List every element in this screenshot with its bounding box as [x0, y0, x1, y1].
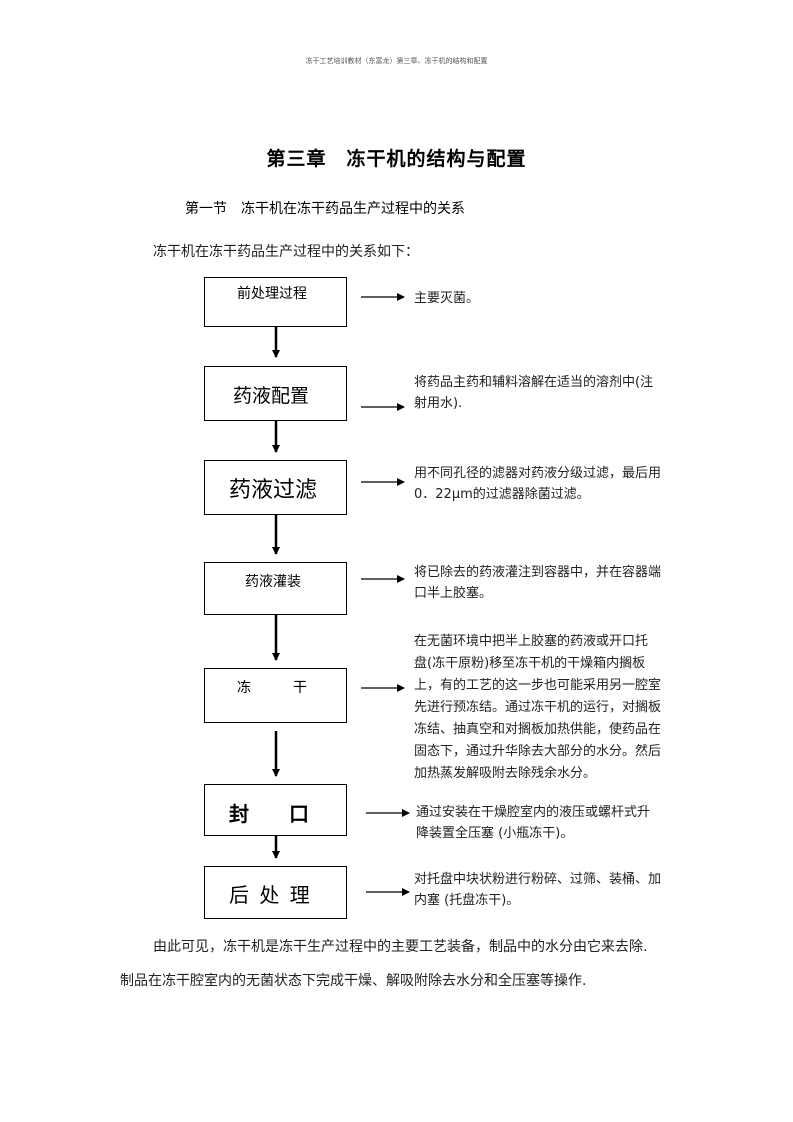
- note-line: 将药品主药和辅料溶解在适当的溶剂中(注: [414, 375, 654, 390]
- chapter-title: 第三章 冻干机的结构与配置: [266, 148, 527, 170]
- note-line: 先进行预冻结。通过冻干机的运行，对搁板: [414, 700, 662, 715]
- step-label: 前处理过程: [237, 286, 307, 302]
- step-label: 药液过滤: [229, 478, 318, 503]
- step-note-freeze-dry: 在无菌环境中把半上胶塞的药液或开口托 盘(冻干原粉)移至冻干机的干燥箱内搁板 上…: [414, 631, 661, 785]
- step-note-filtration: 用不同孔径的滤器对药液分级过滤，最后用 0．22μm的过滤器除菌过滤。: [414, 463, 661, 505]
- note-line: 加热蒸发解吸附去除残余水分。: [414, 766, 597, 781]
- page-header: 冻干工艺培训教材（东富龙）第三章、冻干机的结构和配置: [305, 57, 488, 65]
- step-box-solution-prep: 药液配置: [204, 366, 347, 421]
- step-label: 后 处 理: [229, 883, 312, 907]
- note-line: 在无菌环境中把半上胶塞的药液或开口托: [414, 634, 649, 649]
- note-line: 口半上胶塞。: [414, 586, 493, 601]
- step-label: 药液灌装: [245, 574, 301, 590]
- step-note-post-processing: 对托盘中块状粉进行粉碎、过筛、装桶、加 内塞 (托盘冻干)。: [414, 869, 661, 911]
- step-box-stoppering: 封 口: [204, 784, 347, 836]
- step-box-pretreatment: 前处理过程: [204, 277, 347, 327]
- step-note-filling: 将已除去的药液灌注到容器中，并在容器端 口半上胶塞。: [414, 562, 661, 604]
- note-line: 射用水).: [414, 396, 463, 411]
- note-line: 0．22μm的过滤器除菌过滤。: [414, 487, 590, 502]
- note-line: 内塞 (托盘冻干)。: [414, 893, 520, 908]
- note-line: 冻结、抽真空和对搁板加热供能，使药品在: [414, 722, 662, 737]
- step-box-filling: 药液灌装: [204, 562, 347, 615]
- step-label: 封 口: [229, 802, 309, 826]
- note-line: 主要灭菌。: [414, 291, 480, 306]
- step-box-freeze-dry: 冻 干: [204, 668, 347, 723]
- note-line: 用不同孔径的滤器对药液分级过滤，最后用: [414, 466, 662, 481]
- step-box-filtration: 药液过滤: [204, 460, 347, 515]
- step-label: 药液配置: [233, 385, 310, 407]
- conclusion-line: 制品在冻干腔室内的无菌状态下完成干燥、解吸附除去水分和全压塞等操作.: [120, 973, 587, 989]
- note-line: 上，有的工艺的这一步也可能采用另一腔室: [414, 678, 662, 693]
- note-line: 盘(冻干原粉)移至冻干机的干燥箱内搁板: [414, 656, 646, 671]
- step-note-stoppering: 通过安装在干燥腔室内的液压或螺杆式升 降装置全压塞 (小瓶冻干)。: [416, 802, 650, 844]
- note-line: 固态下，通过升华除去大部分的水分。然后: [414, 744, 662, 759]
- note-line: 通过安装在干燥腔室内的液压或螺杆式升: [416, 805, 651, 820]
- step-label: 冻 干: [237, 680, 307, 696]
- note-line: 降装置全压塞 (小瓶冻干)。: [416, 826, 574, 841]
- section-title: 第一节 冻干机在冻干药品生产过程中的关系: [185, 201, 465, 217]
- note-line: 将已除去的药液灌注到容器中，并在容器端: [414, 565, 662, 580]
- step-note-pretreatment: 主要灭菌。: [414, 288, 479, 309]
- step-box-post-processing: 后 处 理: [204, 866, 347, 919]
- conclusion-line: 由此可见，冻干机是冻干生产过程中的主要工艺装备，制品中的水分由它来去除.: [153, 939, 648, 955]
- note-line: 对托盘中块状粉进行粉碎、过筛、装桶、加: [414, 872, 662, 887]
- step-note-solution-prep: 将药品主药和辅料溶解在适当的溶剂中(注 射用水).: [414, 372, 653, 414]
- intro-paragraph: 冻干机在冻干药品生产过程中的关系如下：: [153, 244, 419, 260]
